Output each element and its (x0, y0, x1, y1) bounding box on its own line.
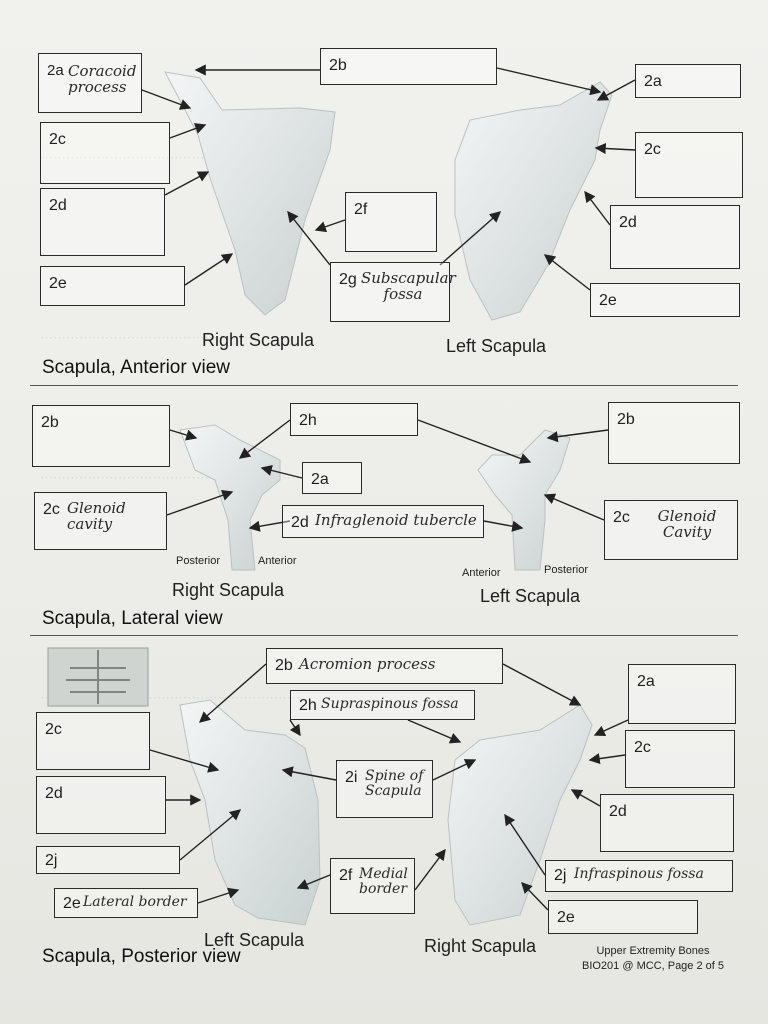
label-box-2d-posterior-left[interactable]: 2d (36, 776, 166, 834)
scapula-anterior-right (165, 72, 335, 315)
label-box-2a-posterior[interactable]: 2a (628, 664, 736, 724)
box-label: 2a (47, 62, 64, 79)
handwritten-answer: Lateral border (83, 895, 187, 910)
label-box-2b-lateral-left[interactable]: 2b (608, 402, 740, 464)
scapula-anterior-left (455, 82, 612, 320)
label-box-2f-posterior[interactable]: 2f Medial border (330, 858, 415, 914)
scapula-lateral-right (180, 425, 280, 570)
handwritten-answer: Subscapular fossa (361, 271, 445, 303)
handwritten-answer: Acromion process (299, 657, 435, 673)
box-label: 2d (45, 785, 63, 803)
box-label: 2c (43, 501, 60, 519)
handwritten-answer: Glenoid cavity (67, 501, 162, 533)
label-box-2c-anterior-left[interactable]: 2c (635, 132, 743, 198)
label-box-2d-anterior-left[interactable]: 2d (610, 205, 740, 269)
box-label: 2e (63, 895, 81, 913)
box-label: 2h (299, 412, 317, 430)
label-box-2b-posterior[interactable]: 2b Acromion process (266, 648, 503, 684)
orientation-label: Posterior (176, 555, 220, 567)
handwritten-answer: Spine of Scapula (365, 769, 429, 798)
label-box-2d-lateral[interactable]: 2d Infraglenoid tubercle (282, 505, 484, 538)
label-box-2e-posterior-left[interactable]: 2e Lateral border (54, 888, 198, 918)
label-box-2b-anterior[interactable]: 2b (320, 48, 497, 85)
box-label: 2f (339, 867, 352, 885)
box-label: 2i (345, 769, 357, 787)
label-box-2a-anterior-right[interactable]: 2a Coracoid process (38, 53, 142, 113)
section-title-lateral: Scapula, Lateral view (42, 608, 223, 630)
box-label: 2d (49, 197, 67, 215)
label-box-2h-lateral[interactable]: 2h (290, 403, 418, 436)
handwritten-answer: Infraglenoid tubercle (315, 513, 477, 529)
box-label: 2h (299, 697, 317, 715)
label-box-2a-anterior-left[interactable]: 2a (635, 64, 741, 98)
box-label: 2j (554, 867, 566, 885)
section-divider (30, 635, 738, 636)
caption-left-scapula: Left Scapula (480, 586, 580, 607)
label-box-2a-lateral[interactable]: 2a (302, 462, 362, 494)
box-label: 2e (49, 275, 67, 293)
label-box-2h-posterior[interactable]: 2h Supraspinous fossa (290, 690, 475, 720)
scapula-posterior-right (448, 705, 592, 925)
box-label: 2a (644, 73, 662, 91)
label-box-2d-anterior-right[interactable]: 2d (40, 188, 165, 256)
box-label: 2d (291, 514, 309, 532)
box-label: 2e (599, 292, 617, 310)
section-title-anterior: Scapula, Anterior view (42, 357, 230, 379)
box-label: 2c (613, 509, 630, 527)
caption-right-scapula: Right Scapula (172, 580, 284, 601)
box-label: 2b (41, 414, 59, 432)
label-box-2e-anterior-right[interactable]: 2e (40, 266, 185, 306)
orientation-label: Posterior (544, 564, 588, 576)
box-label: 2j (45, 852, 57, 870)
section-divider (30, 385, 738, 386)
label-box-2d-posterior-right[interactable]: 2d (600, 794, 734, 852)
label-box-2b-lateral-right[interactable]: 2b (32, 405, 170, 467)
caption-right-scapula: Right Scapula (202, 330, 314, 351)
section-title-posterior: Scapula, Posterior view (42, 946, 241, 968)
box-label: 2c (45, 721, 62, 739)
handwritten-answer: Glenoid Cavity (641, 509, 733, 541)
box-label: 2e (557, 909, 575, 927)
orientation-label: Anterior (258, 555, 297, 567)
box-label: 2f (354, 201, 367, 219)
handwritten-answer: Medial border (359, 867, 413, 896)
label-box-2j-posterior-left[interactable]: 2j (36, 846, 180, 874)
box-label: 2b (617, 411, 635, 429)
box-label: 2a (637, 673, 655, 691)
label-box-2c-lateral-right[interactable]: 2c Glenoid cavity (34, 492, 167, 550)
handwritten-answer: Coracoid process (68, 64, 140, 96)
handwritten-answer: Infraspinous fossa (574, 867, 704, 882)
box-label: 2d (609, 803, 627, 821)
box-label: 2g (339, 271, 357, 289)
orientation-label: Anterior (462, 567, 501, 579)
box-label: 2a (311, 471, 329, 489)
label-box-2g-anterior[interactable]: 2g Subscapular fossa (330, 262, 450, 322)
box-label: 2c (644, 141, 661, 159)
caption-left-scapula: Left Scapula (446, 336, 546, 357)
caption-right-scapula: Right Scapula (424, 936, 536, 957)
label-box-2e-anterior-left[interactable]: 2e (590, 283, 740, 317)
box-label: 2c (49, 131, 66, 149)
box-label: 2c (634, 739, 651, 757)
label-box-2c-posterior-right[interactable]: 2c (625, 730, 735, 788)
label-box-2c-lateral-left[interactable]: 2c Glenoid Cavity (604, 500, 738, 560)
box-label: 2b (329, 57, 347, 75)
label-box-2f-anterior[interactable]: 2f (345, 192, 437, 252)
box-label: 2b (275, 657, 293, 675)
page-footer: Upper Extremity Bones BIO201 @ MCC, Page… (582, 944, 724, 974)
footer-course-topic: Upper Extremity Bones (582, 944, 724, 959)
label-box-2e-posterior-right[interactable]: 2e (548, 900, 698, 934)
footer-page-number: BIO201 @ MCC, Page 2 of 5 (582, 959, 724, 974)
label-box-2c-anterior-right[interactable]: 2c (40, 122, 170, 184)
label-box-2j-posterior-right[interactable]: 2j Infraspinous fossa (545, 860, 733, 892)
box-label: 2d (619, 214, 637, 232)
label-box-2c-posterior-left[interactable]: 2c (36, 712, 150, 770)
label-box-2i-posterior[interactable]: 2i Spine of Scapula (336, 760, 433, 818)
handwritten-answer: Supraspinous fossa (321, 697, 459, 712)
